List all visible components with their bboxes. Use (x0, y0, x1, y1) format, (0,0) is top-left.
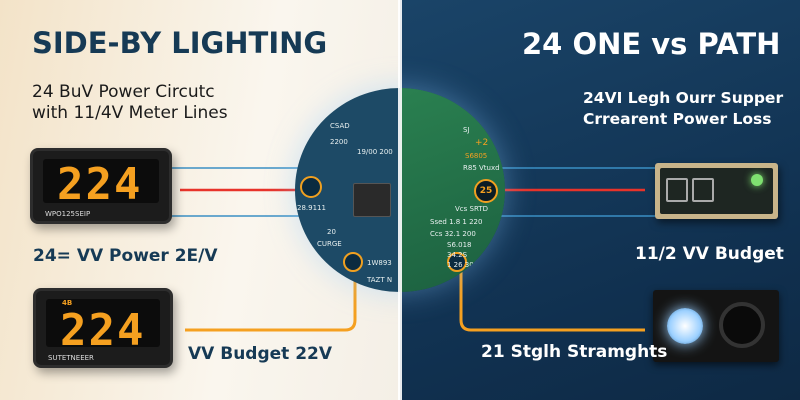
pcb-label: 1 26 306 (447, 261, 479, 269)
right-title: 24 ONE vs PATH (522, 27, 781, 61)
pcb-label: TAZT N (367, 276, 393, 284)
meter-1: 224 WPO125SEIP (30, 148, 172, 224)
pcb-label: Ccs 32.1 200 (430, 230, 476, 238)
pad-icon (447, 252, 467, 272)
device-box (653, 290, 779, 362)
pad-icon (300, 176, 322, 198)
pcb-label: 2200 (330, 138, 348, 146)
device-board-face (660, 168, 773, 214)
meter-1-caption: 24= VV Power 2E/V (33, 246, 218, 266)
pad-icon (343, 252, 363, 272)
device-board (655, 163, 778, 219)
knob-icon (719, 302, 765, 348)
orange-wire-right (459, 262, 645, 332)
device-1-caption: 11/2 VV Budget (635, 244, 784, 264)
pcb-label: 20 (327, 228, 336, 236)
device-2-caption: 21 Stglh Stramghts (481, 342, 668, 362)
meter-badge: 4B (62, 299, 73, 307)
chip-icon (353, 183, 391, 217)
pcb-label: S6805 (465, 152, 488, 160)
meter-2-caption: VV Budget 22V (188, 344, 333, 364)
pcb-circle: 25 CSAD 2200 19/00 200 28.9111 20 CURGE … (295, 88, 505, 292)
pcb-label: 28.9111 (297, 204, 326, 212)
pcb-label: 19/00 200 (357, 148, 393, 156)
led-icon (751, 174, 763, 186)
right-subtitle-line: Crrearent Power Loss (583, 110, 772, 128)
pcb-label: SJ (463, 126, 470, 134)
pcb-label: Ssed 1.8 1 220 (430, 218, 483, 226)
pcb-label: CSAD (330, 122, 350, 130)
left-subtitle-line: 24 BuV Power Circutc (32, 82, 215, 102)
orange-wire-left (185, 262, 357, 332)
meter-label: WPO125SEIP (45, 210, 91, 218)
light-icon (667, 308, 703, 344)
pcb-label: Vcs SRTD (455, 205, 488, 213)
center-divider (398, 0, 402, 400)
pad-badge: 25 (474, 179, 498, 203)
pcb-label: +2 (475, 138, 489, 148)
left-subtitle-line: with 11/4V Meter Lines (32, 103, 228, 123)
pcb-label: CURGE (317, 240, 342, 248)
meter-label: SUTETNEEER (48, 354, 94, 362)
left-title: SIDE-BY LIGHTING (32, 26, 328, 60)
pcb-label: 1W893 (367, 259, 392, 267)
connector-icon (666, 178, 688, 202)
left-subtitle: 24 BuV Power Circutc with 11/4V Meter Li… (32, 82, 228, 124)
right-subtitle: 24VI Legh Ourr Supper Crrearent Power Lo… (583, 88, 783, 130)
pcb-label: S6.018 (447, 241, 472, 249)
meter-display: 224 (46, 299, 160, 356)
connector-icon (692, 178, 714, 202)
pcb-label: R85 Vtuxd (463, 164, 500, 172)
meter-2: 224 4B SUTETNEEER (33, 288, 173, 368)
right-subtitle-line: 24VI Legh Ourr Supper (583, 89, 784, 107)
meter-display: 224 (43, 159, 159, 210)
pcb-label: 34.2S (447, 251, 468, 259)
